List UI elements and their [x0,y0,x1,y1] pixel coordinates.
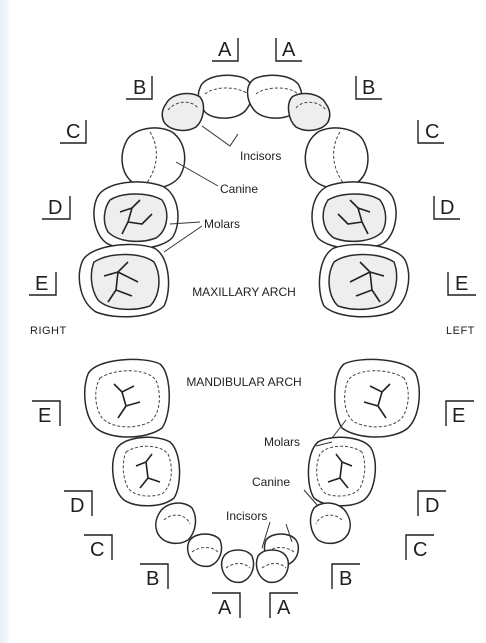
upper-right-central-incisor [198,75,252,118]
letter-a-upper-left: A [282,39,296,61]
letter-b-upper-left: B [362,77,375,99]
upper-left-canine [305,128,368,188]
lower-canine-label: Canine [252,475,290,489]
lower-molars-label: Molars [264,435,300,449]
letter-e-lower-right: E [38,405,51,427]
letter-c-lower-right: C [90,539,104,561]
lower-incisors-label: Incisors [226,509,267,523]
lower-right-second-molar [85,359,170,437]
lower-left-first-molar [308,437,375,505]
upper-canine-leader [176,162,218,186]
upper-molars-label: Molars [204,217,240,231]
letter-a-lower-right: A [218,597,232,619]
upper-right-second-molar-occlusal [91,255,159,310]
mandibular-arch [85,359,420,582]
lower-left-second-molar [335,359,420,437]
upper-incisors-label: Incisors [240,149,281,163]
letter-d-lower-right: D [70,495,84,517]
letter-a-lower-left: A [277,597,291,619]
upper-right-lateral-incisor [162,93,203,130]
lower-left-central-incisor [256,550,288,582]
mandibular-arch-label: MANDIBULAR ARCH [186,375,301,389]
letter-e-lower-left: E [452,405,465,427]
letter-b-upper-right: B [133,77,146,99]
letter-d-upper-left: D [440,197,454,219]
letter-b-lower-left: B [339,568,352,590]
letter-e-upper-right: E [35,273,48,295]
letter-d-upper-right: D [48,197,62,219]
lower-right-first-molar [113,437,180,505]
upper-incisors-leader [202,126,238,146]
upper-left-first-molar-occlusal [323,194,385,241]
upper-left-lateral-incisor [289,93,330,130]
upper-right-canine [122,128,185,188]
letter-b-lower-right: B [146,568,159,590]
left-side-label: LEFT [446,325,475,337]
maxillary-arch [79,75,408,317]
right-side-label: RIGHT [30,325,67,337]
maxillary-arch-label: MAXILLARY ARCH [192,285,296,299]
letter-a-upper-right: A [218,39,232,61]
upper-canine-label: Canine [220,182,258,196]
letter-d-lower-left: D [425,495,439,517]
letter-c-upper-left: C [425,121,439,143]
upper-right-first-molar-occlusal [104,194,166,241]
upper-left-second-molar-occlusal [329,255,397,310]
letter-c-lower-left: C [413,539,427,561]
letter-c-upper-right: C [66,121,80,143]
lower-right-central-incisor [222,550,254,582]
letter-e-upper-left: E [455,273,468,295]
letter-brackets [29,38,476,618]
tooth-letter-labels: A A B B C C D D E E E E D D C C B B A A [35,39,468,619]
